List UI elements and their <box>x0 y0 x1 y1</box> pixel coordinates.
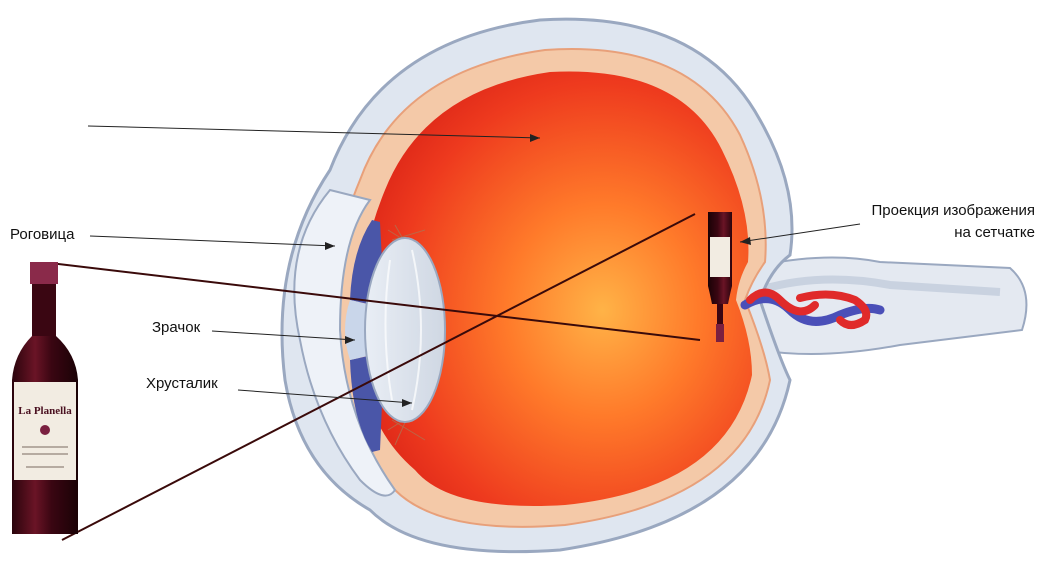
bottle-label-text: La Planella <box>18 405 72 417</box>
wine-bottle: La Planella <box>12 262 78 534</box>
label-lens: Хрусталик <box>146 375 218 392</box>
label-projection-line2: на сетчатке <box>820 222 1035 244</box>
label-cornea: Роговица <box>10 226 74 243</box>
label-pupil: Зрачок <box>152 319 200 336</box>
label-projection-line1: Проекция изображения <box>820 200 1035 222</box>
lens <box>365 238 445 422</box>
label-projection: Проекция изображения на сетчатке <box>820 200 1035 244</box>
